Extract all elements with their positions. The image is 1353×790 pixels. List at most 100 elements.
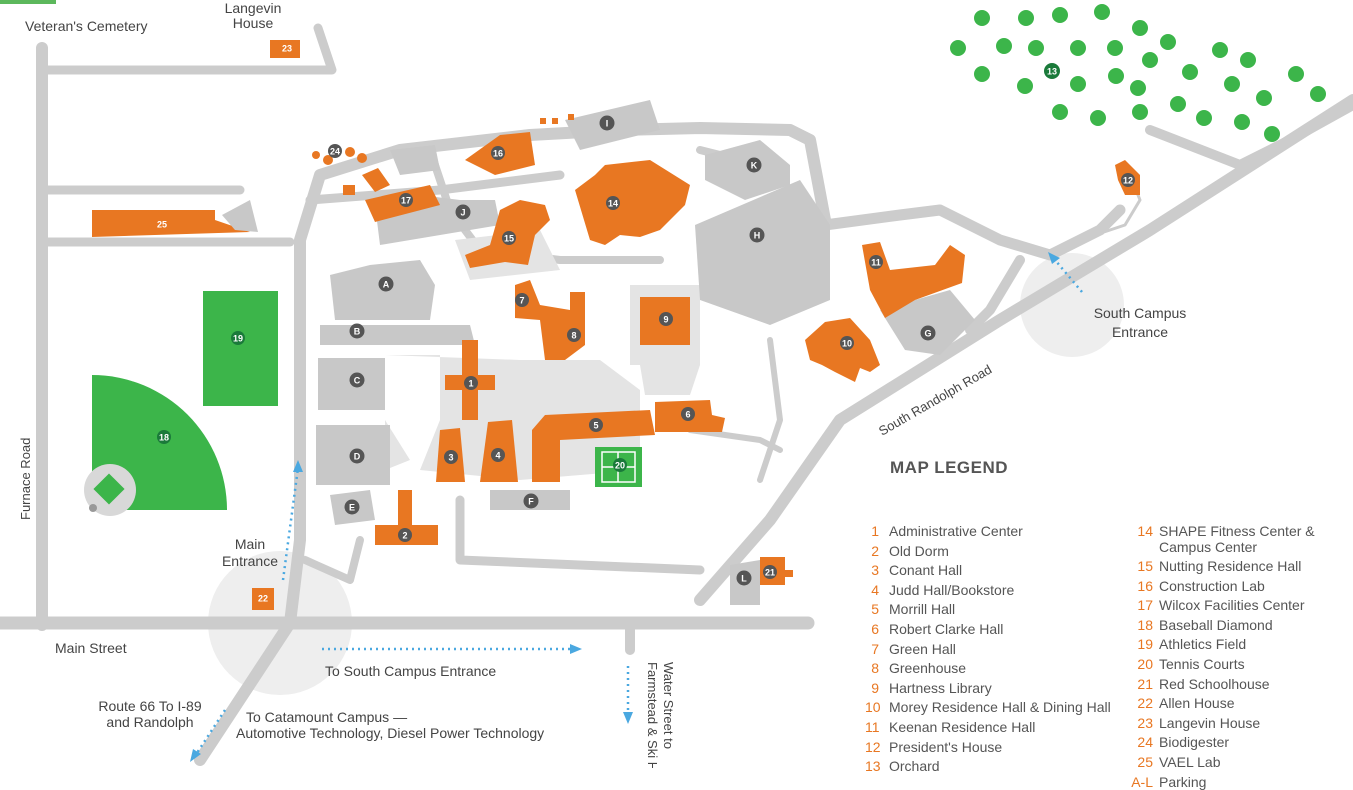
orchard-marker	[1044, 63, 1060, 79]
parking-letter-E: E	[349, 503, 355, 513]
building-number-18: 18	[159, 433, 169, 443]
parking-marker-C	[349, 372, 365, 388]
legend-number: 11	[865, 719, 880, 735]
parking-letter-A: A	[383, 280, 390, 290]
legend-item: 21 Red Schoolhouse	[1127, 675, 1270, 692]
legend-item: 14 SHAPE Fitness Center &Campus Center	[1127, 523, 1315, 555]
legend-number: 8	[871, 660, 879, 677]
parking-letter-K: K	[751, 161, 758, 171]
main-entrance-label-1: Main	[234, 536, 266, 552]
legend-name: Morey Residence Hall & Dining Hall	[889, 699, 1111, 716]
parking-marker-F	[523, 493, 539, 509]
parking-marker-H	[749, 227, 765, 243]
legend-number: 21	[1137, 675, 1153, 692]
legend-name: Orchard	[889, 758, 940, 775]
legend-name: Green Hall	[889, 640, 956, 657]
building-number-3: 3	[448, 453, 453, 463]
legend-number: 12	[865, 738, 881, 755]
legend-number: 15	[1137, 558, 1153, 574]
parking-letter-I: I	[606, 119, 609, 129]
building-number-17: 17	[401, 196, 411, 206]
building-number-21: 21	[765, 568, 775, 578]
veterans-cemetery-label: Veteran's Cemetery	[25, 18, 148, 34]
parking-marker-J	[455, 204, 471, 220]
parking-marker-G	[920, 325, 936, 341]
legend-name: SHAPE Fitness Center &Campus Center	[1159, 523, 1315, 555]
vael-parking	[222, 200, 258, 232]
south-campus-entrance-label-2: Entrance	[1111, 324, 1169, 340]
legend-name: Athletics Field	[1159, 636, 1247, 653]
parking-marker-L	[736, 570, 752, 586]
main-street-label: Main Street	[55, 640, 127, 656]
legend-number: 25	[1137, 754, 1153, 770]
legend-name: Red Schoolhouse	[1159, 675, 1270, 692]
legend-number: 9	[871, 679, 879, 696]
legend-name: VAEL Lab	[1159, 754, 1221, 770]
building-number-7: 7	[519, 296, 524, 306]
legend-item: 3 Conant Hall	[865, 562, 962, 578]
legend-number: 4	[871, 581, 879, 598]
south-randolph-road-label: South Randolph Road	[876, 362, 994, 439]
campus-map[interactable]: 1234567891011121314151617181920212223242…	[0, 0, 1353, 768]
parking-marker-I	[599, 115, 615, 131]
legend-item: 13 Orchard	[865, 758, 940, 774]
legend-name: Parking	[1159, 773, 1207, 790]
parking-letter-J: J	[460, 208, 465, 218]
legend-name: Nutting Residence Hall	[1159, 558, 1302, 574]
arrow-heads	[190, 252, 1060, 762]
legend-name: Judd Hall/Bookstore	[889, 581, 1015, 598]
legend-number: A-L	[1131, 773, 1153, 790]
building-number-10: 10	[842, 339, 852, 349]
roads	[0, 23, 1353, 766]
legend-name: Keenan Residence Hall	[889, 719, 1036, 735]
building-number-9: 9	[663, 315, 668, 325]
legend-name: Conant Hall	[889, 562, 963, 579]
building-number-22: 22	[258, 594, 268, 604]
legend-number: 14	[1137, 523, 1153, 539]
legend-number: 13	[865, 758, 881, 775]
water-street-label-1: Water Street to	[661, 662, 676, 749]
parking-marker-E	[344, 499, 360, 515]
legend-name: Baseball Diamond	[1159, 616, 1273, 633]
legend-number: 23	[1137, 714, 1153, 731]
legend-name: Old Dorm	[889, 542, 949, 559]
catamount-label-2: Automotive Technology, Diesel Power Tech…	[236, 725, 545, 741]
athletic-fields	[84, 291, 642, 516]
athletics-field	[203, 291, 278, 406]
building-number-5: 5	[593, 421, 598, 431]
legend-name: Langevin House	[1159, 714, 1261, 731]
furnace-road-label: Furnace Road	[18, 438, 33, 520]
building-number-15: 15	[504, 234, 514, 244]
legend-number: 6	[871, 621, 879, 637]
legend-item: 15 Nutting Residence Hall	[1127, 558, 1301, 574]
building-number-16: 16	[493, 149, 503, 159]
legend-item: 11 Keenan Residence Hall	[865, 719, 1035, 735]
legend-number: 1	[871, 523, 879, 539]
building-number-12: 12	[1123, 176, 1133, 186]
building-number-13: 13	[1047, 67, 1057, 77]
building-number-6: 6	[685, 410, 690, 420]
building-number-14: 14	[608, 199, 618, 209]
legend-item: 25 VAEL Lab	[1127, 754, 1221, 770]
building-number-1: 1	[468, 379, 473, 389]
south-entrance-zone	[1020, 253, 1124, 357]
parking-H	[695, 180, 830, 325]
corner-accent	[0, 0, 56, 4]
legend-number: 17	[1137, 597, 1153, 614]
legend-number: 3	[871, 562, 879, 579]
parking-letter-G: G	[924, 329, 931, 339]
legend-number: 22	[1137, 695, 1153, 712]
building-number-11: 11	[871, 258, 881, 268]
